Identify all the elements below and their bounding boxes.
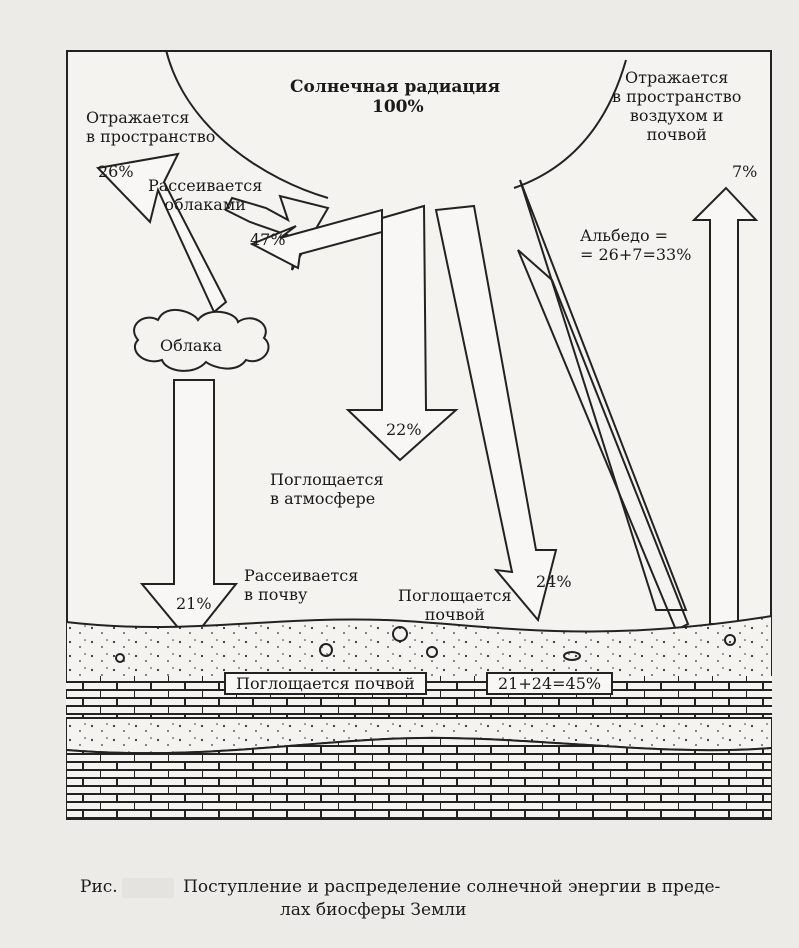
absorbed-atmosphere-label: Поглощается в атмосфере	[270, 470, 384, 508]
reflected-space-arrow	[95, 152, 228, 314]
scattered-soil-label: Рассеивается в почву	[244, 566, 359, 604]
sun-arc	[165, 50, 329, 199]
scattered-soil-pct: 21%	[176, 594, 212, 613]
scatter-soil-arrow	[139, 379, 239, 644]
absorbed-soil-box: Поглощается почвой	[224, 672, 427, 695]
absorbed-soil-pct: 24%	[536, 572, 572, 591]
absorb-atmosphere-arrow	[345, 204, 459, 462]
absorbed-atmosphere-pct: 22%	[386, 420, 422, 439]
clouds-label: Облака	[160, 336, 222, 355]
reflect-air-soil-arrow-b	[519, 179, 688, 611]
figure-caption: Рис. Поступление и распределение солнечн…	[80, 876, 780, 922]
reflect-air-soil-arrow	[517, 249, 690, 632]
caption-prefix: Рис.	[80, 877, 118, 897]
soil-surface	[66, 614, 772, 681]
cloud-shape	[133, 308, 270, 372]
caption-line-2: лах биосферы Земли	[280, 900, 467, 920]
scattered-clouds-pct: 47%	[250, 230, 286, 249]
scattered-clouds-label: Рассеивается облаками	[148, 176, 263, 214]
scatter-clouds-47	[249, 208, 383, 270]
reflected-air-soil-up-arrow	[691, 186, 759, 625]
energy-flow-diagram	[66, 50, 772, 819]
albedo-label: Альбедо = = 26+7=33%	[580, 226, 692, 264]
sun-arc-right	[513, 59, 627, 189]
absorbed-soil-top-label: Поглощается почвой	[398, 586, 512, 624]
bedrock-layer-2	[66, 736, 772, 819]
sum-box: 21+24=45%	[486, 672, 614, 695]
title: Солнечная радиация	[290, 77, 501, 97]
reflected-space-label: Отражается в пространство	[86, 108, 216, 146]
figure-number-placeholder	[121, 877, 174, 898]
caption-line-1: Поступление и распределение солнечной эн…	[183, 877, 721, 897]
soil-absorb-arrow	[434, 204, 558, 623]
reflected-air-soil-pct: 7%	[732, 162, 758, 181]
title-percent: 100%	[372, 97, 424, 117]
reflected-air-soil-label: Отражается в пространство воздухом и поч…	[612, 68, 742, 144]
reflected-space-pct: 26%	[98, 162, 134, 181]
